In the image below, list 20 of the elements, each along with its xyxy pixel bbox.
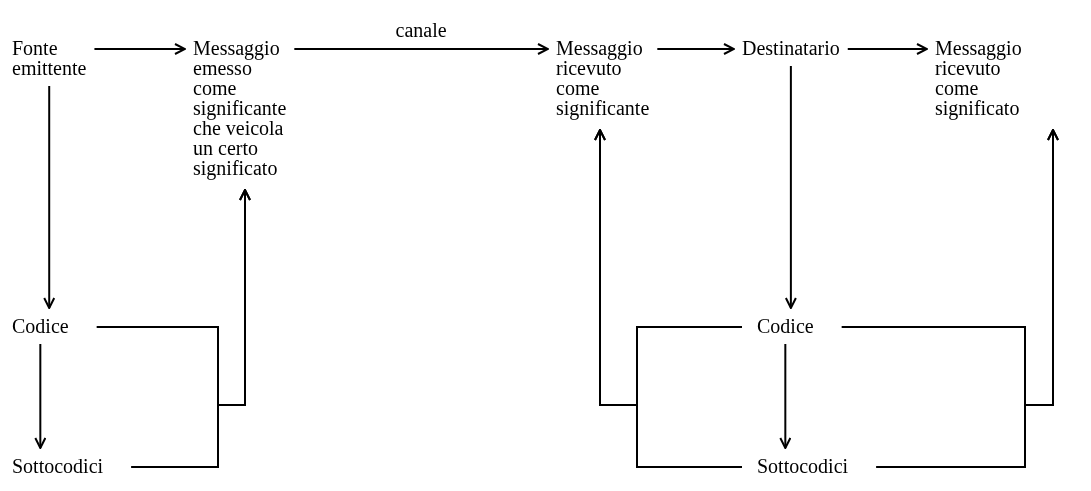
arrow — [656, 43, 735, 55]
node-text: Codice — [12, 315, 69, 337]
arrow — [779, 343, 792, 449]
node-text: Destinatario — [742, 37, 840, 59]
arrow — [93, 43, 186, 55]
arrow — [594, 129, 743, 468]
arrow — [875, 129, 1059, 468]
node-text: Sottocodici — [757, 455, 849, 477]
node-text: Messaggio emesso come significante che veicola un certo significato — [193, 37, 287, 179]
arrow — [784, 65, 797, 309]
node-text: Messaggio ricevuto come significato — [935, 37, 1022, 119]
arrow — [43, 85, 56, 309]
arrow — [846, 43, 928, 55]
arrow — [130, 189, 251, 468]
node-text: Messaggio ricevuto come significante — [556, 37, 650, 119]
arrow — [34, 343, 47, 449]
node-text: Fonte emittente — [12, 37, 87, 79]
node-text: Codice — [757, 315, 814, 337]
arrow — [293, 43, 549, 55]
node-text: Sottocodici — [12, 455, 104, 477]
